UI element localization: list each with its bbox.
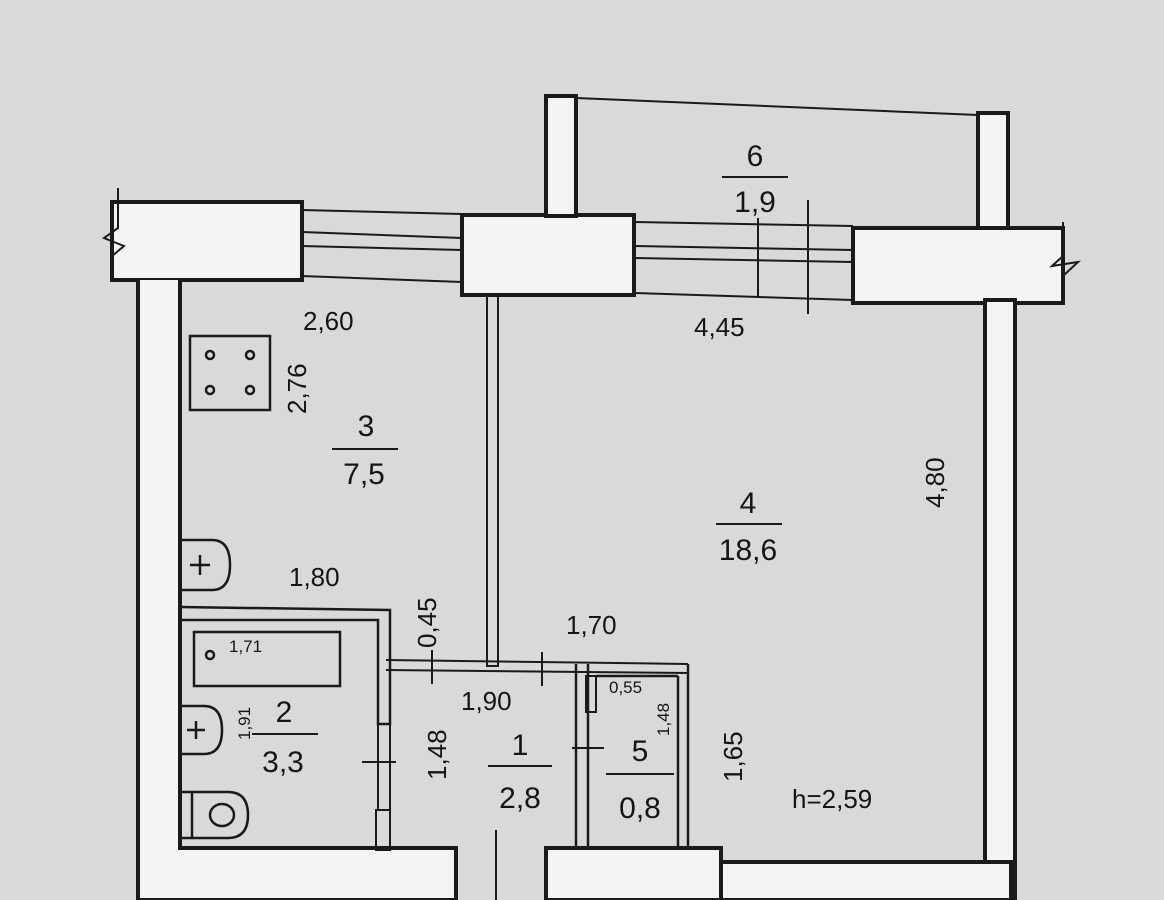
dim-kitchen-depth: 2,76 bbox=[282, 363, 312, 414]
dim-living-width: 4,45 bbox=[694, 312, 745, 342]
room-6-number: 6 bbox=[747, 140, 764, 173]
window-left bbox=[301, 209, 463, 283]
wall-top-right bbox=[851, 226, 1065, 305]
window-right bbox=[633, 200, 854, 314]
room-3-area: 7,5 bbox=[343, 458, 385, 491]
closet-walls bbox=[574, 664, 690, 848]
wall-top-left bbox=[110, 200, 304, 282]
partition-kitchen-living bbox=[486, 293, 499, 667]
wall-right-outer bbox=[983, 298, 1017, 900]
dim-living-depth: 4,80 bbox=[920, 457, 950, 508]
wall-bottom-right bbox=[719, 860, 1013, 900]
partition-bathroom bbox=[179, 605, 392, 726]
wall-loggia-left bbox=[544, 94, 578, 218]
room-5-number: 5 bbox=[632, 735, 649, 768]
dim-hall-depth: 1,48 bbox=[422, 729, 452, 780]
room-4-number: 4 bbox=[740, 487, 757, 520]
dim-partition-gap: 0,45 bbox=[412, 597, 442, 648]
room-4-area: 18,6 bbox=[719, 534, 777, 567]
ceiling-height: h=2,59 bbox=[792, 784, 872, 814]
room-1-number: 1 bbox=[512, 729, 529, 762]
room-1-area: 2,8 bbox=[499, 782, 541, 815]
wall-central-pier bbox=[460, 213, 636, 297]
bathtub-icon bbox=[192, 630, 342, 688]
room-5-area: 0,8 bbox=[619, 792, 661, 825]
room-2-number: 2 bbox=[276, 696, 293, 729]
room-2-area: 3,3 bbox=[262, 746, 304, 779]
dim-bath-depth: 1,91 bbox=[235, 707, 254, 740]
room-6-area: 1,9 bbox=[734, 186, 776, 219]
room-3-number: 3 bbox=[358, 410, 375, 443]
dim-kitchen-width: 2,60 bbox=[303, 306, 354, 336]
bathroom-sink-icon bbox=[180, 704, 224, 756]
dim-hall-width: 1,90 bbox=[461, 686, 512, 716]
loggia-rail bbox=[575, 97, 979, 116]
wall-bottom-left bbox=[136, 846, 458, 900]
dim-living-lower: 1,65 bbox=[718, 731, 748, 782]
stove-icon bbox=[188, 334, 272, 412]
break-mark-left bbox=[101, 188, 126, 278]
dim-corridor-upper: 1,80 bbox=[289, 562, 340, 592]
toilet-icon bbox=[178, 790, 250, 840]
dim-closet-depth: 1,48 bbox=[654, 703, 673, 736]
wall-bottom-mid bbox=[544, 846, 723, 900]
kitchen-sink-icon bbox=[180, 538, 232, 592]
dim-bath-length: 1,71 bbox=[229, 637, 262, 656]
wall-loggia-right bbox=[976, 111, 1010, 233]
dim-hall-top: 1,70 bbox=[566, 610, 617, 640]
dim-closet-width: 0,55 bbox=[609, 678, 642, 697]
break-mark-right bbox=[1048, 222, 1082, 305]
